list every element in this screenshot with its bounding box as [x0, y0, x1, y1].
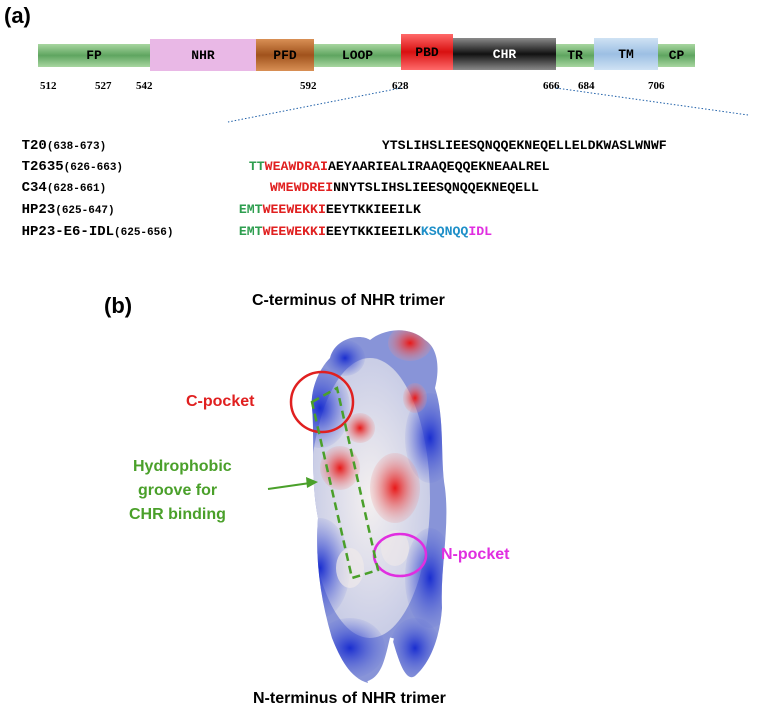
- peptide-range: (625-656): [114, 227, 174, 239]
- peptide-name: HP23: [21, 202, 56, 218]
- domain-tm-label: TM: [618, 46, 634, 62]
- domain-fp: FP: [38, 44, 150, 67]
- position-512: 512: [40, 80, 57, 92]
- peptide-range: (638-673): [46, 141, 107, 153]
- sequence-segment: EMT: [238, 224, 263, 239]
- n-pocket-label: N-pocket: [441, 546, 510, 563]
- domain-tm: TM: [594, 38, 658, 70]
- sequence-segment: EEYTKKIEEILK: [325, 224, 421, 239]
- peptide-row-t20: T20(638-673): [6, 119, 107, 154]
- peptide-name: C34: [21, 180, 47, 196]
- peptide-range: (628-661): [46, 183, 107, 195]
- domain-pfd: PFD: [256, 39, 314, 71]
- peptide-sequence-hp23-e6-idl: EMTWEEWEKKIEEYTKKIEEILKKSQNQQIDL: [223, 205, 492, 241]
- sequence-segment: WEAWDRAI: [264, 159, 328, 174]
- domain-chr-label: CHR: [492, 46, 517, 62]
- peptide-row-c34: C34(628-661): [6, 161, 107, 196]
- position-684: 684: [578, 80, 595, 92]
- domain-nhr-label: NHR: [191, 47, 215, 63]
- domain-bar: FP NHR PFD LOOP PBD CHR TR TM CP: [0, 0, 762, 100]
- domain-pfd-label: PFD: [273, 47, 297, 63]
- peptide-row-hp23: HP23(625-647): [6, 183, 115, 218]
- structure-bottom-label: N-terminus of NHR trimer: [253, 690, 446, 707]
- domain-chr: CHR: [453, 38, 556, 70]
- peptide-row-hp23-e6-idl: HP23-E6-IDL(625-656): [6, 205, 174, 240]
- domain-pbd: PBD: [401, 34, 453, 70]
- domain-fp-label: FP: [86, 48, 102, 63]
- domain-loop-label: LOOP: [341, 48, 374, 63]
- domain-pbd-label: PBD: [415, 44, 439, 60]
- sequence-segment: KSQNQQ: [420, 224, 469, 239]
- panel-a-label: (a): [4, 3, 31, 28]
- hydrophobic-groove-label-line1: Hydrophobic: [133, 458, 232, 475]
- sequence-segment: WEEWEKKI: [262, 224, 326, 239]
- peptide-sequence-c34: WMEWDREINNYTSLIHSLIEESQNQQEKNEQELL: [254, 161, 539, 197]
- peptide-name: T2635: [21, 159, 64, 175]
- sequence-segment: IDL: [468, 224, 493, 239]
- peptide-range: (626-663): [63, 162, 124, 174]
- peptide-sequence-t20: YTSLIHSLIEESQNQQEKNEQELLELDKWASLWNWF: [366, 119, 667, 155]
- domain-nhr: NHR: [150, 39, 256, 71]
- peptide-name: T20: [21, 138, 47, 154]
- sequence-segment: TT: [248, 159, 265, 174]
- hydrophobic-groove-label-line2: groove for: [138, 482, 218, 499]
- domain-cp: CP: [658, 44, 695, 67]
- position-527: 527: [95, 80, 112, 92]
- c-pocket-label: C-pocket: [186, 393, 255, 410]
- peptide-name: HP23-E6-IDL: [21, 224, 115, 240]
- sequence-segment: AEYAARIEALIRAAQEQQEKNEAALREL: [327, 159, 550, 174]
- structure-top-label: C-terminus of NHR trimer: [252, 292, 445, 309]
- sequence-segment: YTSLIHSLIEESQNQQEKNEQELLELDKWASLWNWF: [381, 138, 667, 153]
- peptide-sequence-t2635: TTWEAWDRAIAEYAARIEALIRAAQEQQEKNEAALREL: [233, 140, 550, 176]
- domain-tr: TR: [556, 44, 594, 67]
- sequence-segment: WEEWEKKI: [262, 202, 326, 217]
- sequence-segment: NNYTSLIHSLIEESQNQQEKNEQELL: [333, 180, 539, 195]
- sequence-segment: EMT: [238, 202, 263, 217]
- panel-b-label: (b): [104, 293, 133, 318]
- zoom-guide-lines: [227, 87, 749, 123]
- hydrophobic-groove-label-line3: CHR binding: [129, 506, 226, 523]
- position-666: 666: [543, 80, 560, 92]
- position-706: 706: [648, 80, 665, 92]
- sequence-segment: WMEWDREI: [269, 180, 334, 195]
- domain-cp-label: CP: [668, 48, 685, 63]
- position-542: 542: [136, 80, 153, 92]
- domain-loop: LOOP: [314, 44, 401, 67]
- peptide-row-t2635: T2635(626-663): [6, 140, 123, 175]
- position-592: 592: [300, 80, 317, 92]
- peptide-range: (625-647): [55, 205, 115, 217]
- sequence-segment: EEYTKKIEEILK: [325, 202, 421, 217]
- peptide-sequence-hp23: EMTWEEWEKKIEEYTKKIEEILK: [223, 183, 421, 219]
- domain-tr-label: TR: [567, 48, 583, 63]
